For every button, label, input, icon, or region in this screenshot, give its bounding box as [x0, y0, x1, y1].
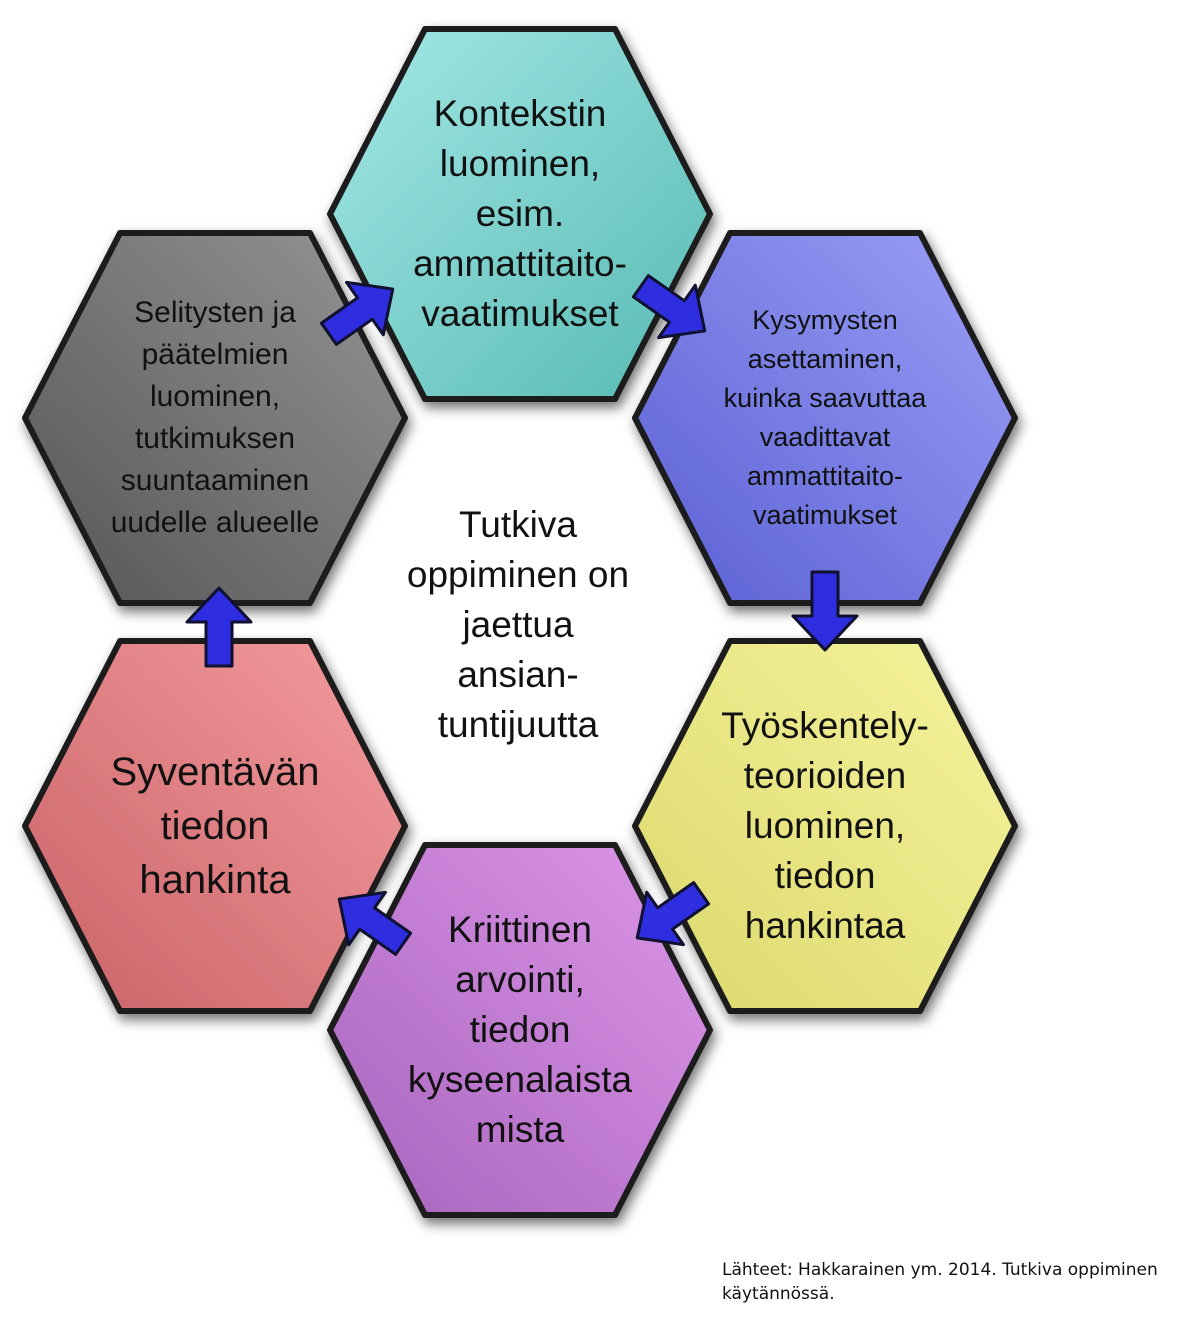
arrow-icon: [631, 274, 707, 340]
hexagon-label-upper-left: Selitysten ja päätelmien luominen, tutkimuk…: [70, 292, 360, 544]
hexagon-lower-right: [632, 638, 1018, 1014]
arrow-shape: [791, 570, 859, 652]
source-note-line: Lähteet: Hakkarainen ym. 2014. Tutkiva o…: [722, 1260, 1158, 1280]
hexagon-label-line: päätelmien: [141, 338, 289, 371]
hexagon-label-line: tiedon: [774, 855, 876, 896]
arrow-icon: [319, 280, 395, 346]
hexagon-label-line: tiedon: [469, 1009, 571, 1050]
arrow-shape: [337, 890, 413, 956]
hexagon-upper-right: [632, 230, 1018, 606]
hexagon-label-line: suuntaaminen: [120, 464, 310, 497]
hexagon-label-line: hankinta: [139, 858, 291, 902]
hexagon-label-line: mista: [475, 1109, 565, 1150]
arrow-shape: [631, 274, 707, 340]
arrow-shape: [185, 586, 253, 668]
hexagon-label-line: Kontekstin: [433, 93, 607, 134]
hexagon-lower-left: [22, 638, 408, 1014]
hexagon-label-upper-right: Kysymysten asettaminen, kuinka saavuttaa va…: [685, 301, 965, 535]
arrow-icon: [791, 570, 859, 652]
arrow-shape: [319, 280, 395, 346]
hexagon-label-line: Kysymysten: [752, 305, 898, 335]
hexagon-label-line: Selitysten ja: [134, 296, 296, 329]
hexagon-label-line: vaatimukset: [752, 500, 898, 530]
hexagon-label-line: luominen,: [439, 143, 601, 184]
center-line: oppiminen on: [406, 554, 630, 595]
arrow-icon: [337, 890, 413, 956]
arrow-icon: [185, 586, 253, 668]
hexagon-label-line: kyseenalaista: [407, 1059, 633, 1100]
hexagon-label-line: kuinka saavuttaa: [723, 383, 927, 413]
hexagon-label-line: vaatimukset: [421, 293, 619, 334]
hexagon-label-line: esim.: [475, 193, 565, 234]
hexagon-top: [327, 26, 713, 402]
hexagon-label-line: Työskentely-: [721, 705, 929, 746]
center-line: ansian-: [457, 654, 579, 695]
hexagon-label-line: asettaminen,: [747, 344, 903, 374]
arrow-shape: [635, 881, 711, 947]
hexagon-label-line: arvointi,: [455, 959, 585, 1000]
hexagon-label-lower-right: Työskentely-teorioiden luominen, tiedon han…: [675, 701, 975, 951]
hexagon-label-line: tiedon: [160, 804, 270, 848]
center-line: jaettua: [462, 604, 574, 645]
center-line: tuntijuutta: [437, 704, 599, 745]
hexagon-label-line: luominen,: [149, 380, 281, 413]
hexagon-label-top: Kontekstin luominen, esim. ammattitaito-vaa…: [370, 89, 670, 339]
hexagon-label-line: teorioiden: [743, 755, 907, 796]
hexagon-label-bottom: Kriittinen arvointi, tiedon kyseenalaista mi…: [370, 905, 670, 1155]
hexagon-label-line: uudelle alueelle: [110, 506, 320, 539]
hexagon-upper-left: [22, 230, 408, 606]
hexagon-label-line: hankintaa: [744, 905, 906, 946]
center-line: Tutkiva: [459, 504, 577, 545]
hexagon-label-lower-left: Syventävän tiedon hankinta: [65, 745, 365, 907]
hexagon-label-line: vaadittavat: [759, 422, 891, 452]
hexagon-label-line: Kriittinen: [448, 909, 592, 950]
source-note: Lähteet: Hakkarainen ym. 2014. Tutkiva o…: [722, 1258, 1192, 1306]
hexagon-label-line: tutkimuksen: [134, 422, 296, 455]
hexagon-label-line: Syventävän: [110, 750, 320, 794]
hexagon-label-line: luominen,: [744, 805, 906, 846]
hexagon-label-line: ammattitaito-: [746, 461, 904, 491]
center-caption: Tutkiva oppiminen on jaettua ansian- tun…: [368, 500, 668, 750]
arrow-icon: [635, 881, 711, 947]
hexagon-label-line: ammattitaito-: [413, 243, 627, 284]
source-note-line: käytännössä.: [722, 1284, 835, 1304]
hexagon-bottom: [327, 842, 713, 1218]
